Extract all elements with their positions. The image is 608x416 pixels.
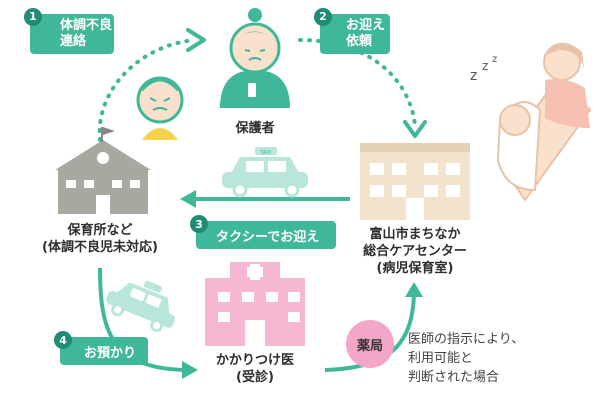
step-2-label-line1: お迎え: [346, 18, 386, 33]
center-label-line2: 総合ケアセンター: [363, 244, 467, 259]
svg-text:z: z: [470, 68, 477, 84]
step-2-label-line2: 依頼: [346, 34, 373, 49]
step-4-number: 4: [54, 331, 72, 349]
guardian-icon: [220, 8, 290, 108]
pharmacy-note-line1: 医師の指示により、: [408, 332, 525, 347]
taxi-sign-1: TAXI: [260, 150, 272, 156]
step-3-label: タクシーでお迎え: [216, 229, 320, 245]
pharmacy-note-line3: 判断された場合: [408, 370, 500, 385]
nursery-label-line1: 保育所など: [67, 223, 133, 238]
nurse-with-child-icon: z z z: [470, 42, 592, 202]
clinic-label-line2: (受診): [236, 370, 274, 385]
arrow-clinic-to-center: [324, 282, 423, 372]
nursery-building-icon: [55, 127, 151, 214]
taxi-icon: [222, 147, 308, 198]
arrow-center-to-nursery: [180, 190, 350, 208]
step-1-label-line1: 体調不良: [60, 18, 113, 33]
pharmacy-badge: 薬局: [346, 320, 394, 368]
step-1-label-line2: 連絡: [60, 34, 87, 49]
pharmacy-note: 医師の指示により、 利用可能と 判断された場合: [408, 330, 524, 387]
pharmacy-note-line2: 利用可能と: [408, 351, 474, 366]
step-3-number: 3: [190, 215, 208, 233]
clinic-label: かかりつけ医 (受診): [195, 352, 315, 386]
care-center-building-icon: [360, 143, 470, 220]
center-label: 富山市まちなか 総合ケアセンター (病児保育室): [335, 226, 495, 277]
center-label-line3: (病児保育室): [376, 261, 454, 276]
nursery-label-line2: (体調不良児未対応): [42, 240, 158, 255]
step-1-tag: 1 体調不良 連絡: [24, 8, 114, 54]
step-3-tag: 3 タクシーでお迎え: [190, 215, 336, 249]
step-4-label: お預かり: [84, 345, 137, 361]
center-label-line1: 富山市まちなか: [369, 227, 461, 242]
step-4-tag: 4 お預かり: [54, 331, 148, 365]
svg-text:z: z: [482, 59, 488, 73]
guardian-label: 保護者: [235, 121, 275, 136]
step-1-number: 1: [24, 8, 42, 26]
sick-child-icon: [136, 76, 184, 140]
step-2-tag: 2 お迎え 依頼: [314, 8, 390, 54]
dotted-arrow-nursery-to-guardian: [97, 28, 206, 142]
clinic-label-line1: かかりつけ医: [215, 353, 295, 368]
hospital-icon: [205, 262, 305, 346]
nursery-label: 保育所など (体調不良児未対応): [10, 222, 190, 256]
svg-text:z: z: [492, 54, 497, 65]
step-2-number: 2: [314, 8, 332, 26]
dotted-arrow-guardian-to-center: [298, 38, 427, 138]
taxi-icon: [106, 280, 176, 333]
